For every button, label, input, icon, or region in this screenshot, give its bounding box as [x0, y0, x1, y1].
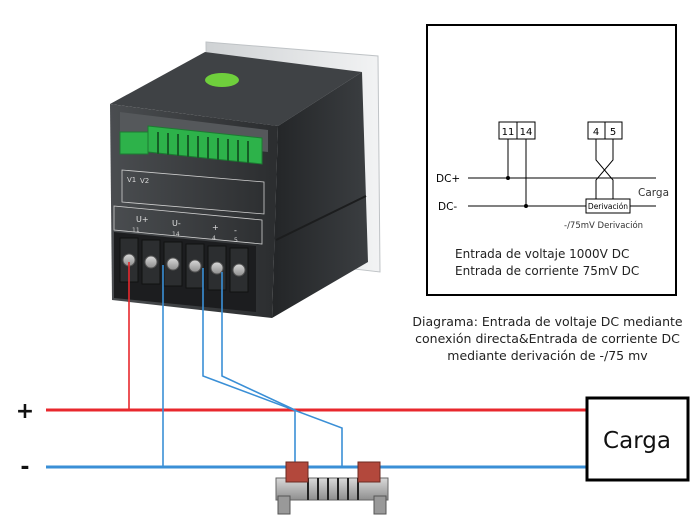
caption-line-1: Diagrama: Entrada de voltaje DC mediante [412, 314, 683, 329]
meter-label-plus: + [212, 223, 219, 232]
inset-current-line: Entrada de corriente 75mV DC [455, 264, 639, 278]
load-box [585, 396, 690, 482]
meter-label-uminus: U- [172, 219, 181, 228]
inset-shunt-note: -/75mV Derivación [564, 220, 643, 231]
meter-terminal-14: 14 [172, 231, 180, 238]
meter-top-face [110, 52, 362, 126]
green-connector [119, 125, 263, 165]
caption-line-2: conexión directa&Entrada de corriente DC [415, 331, 680, 346]
meter-label-v2: V2 [140, 177, 149, 185]
caption-line-3: mediante derivación de -/75 mv [447, 348, 648, 363]
meter-terminal-4: 4 [212, 235, 216, 242]
shunt-resistor [275, 461, 389, 515]
inset-dc-plus: DC+ [436, 173, 460, 185]
meter-label-minus: - [234, 226, 237, 235]
inset-dc-minus: DC- [438, 201, 457, 213]
minus-sign: - [20, 455, 29, 480]
inset-load-label: Carga [638, 187, 669, 199]
screw-terminal-block [114, 232, 256, 312]
meter-terminal-5: 5 [234, 237, 238, 244]
load-label: Carga [603, 428, 671, 454]
wire-i-plus [202, 268, 343, 466]
terminal-label-strip [121, 169, 265, 215]
meter-side-face [272, 72, 368, 318]
meter-label-uplus: U+ [136, 215, 149, 224]
diagram-caption: Diagrama: Entrada de voltaje DC mediante… [405, 313, 690, 364]
plus-sign: + [16, 399, 34, 424]
inset-frame [426, 24, 677, 296]
main-wiring: Carga + - [16, 262, 690, 515]
inset-shunt-label: Derivación [588, 202, 628, 211]
inset-schematic: 11 14 4 5 DC+ DC- Derivación Carga -/75m… [426, 24, 677, 296]
inset-voltage-line: Entrada de voltaje 1000V DC [455, 247, 629, 261]
wire-i-minus [221, 272, 296, 466]
meter-terminal-11: 11 [132, 227, 140, 234]
inset-terminal-5: 5 [610, 127, 616, 138]
inset-terminal-4: 4 [593, 127, 599, 138]
inset-terminal-11: 11 [502, 127, 515, 138]
meter-label-v1: V1 [127, 176, 136, 184]
power-meter: V1 V2 U+ U- + - 11 14 4 5 [110, 41, 381, 318]
inset-terminal-14: 14 [520, 127, 533, 138]
green-sticker [205, 73, 239, 87]
